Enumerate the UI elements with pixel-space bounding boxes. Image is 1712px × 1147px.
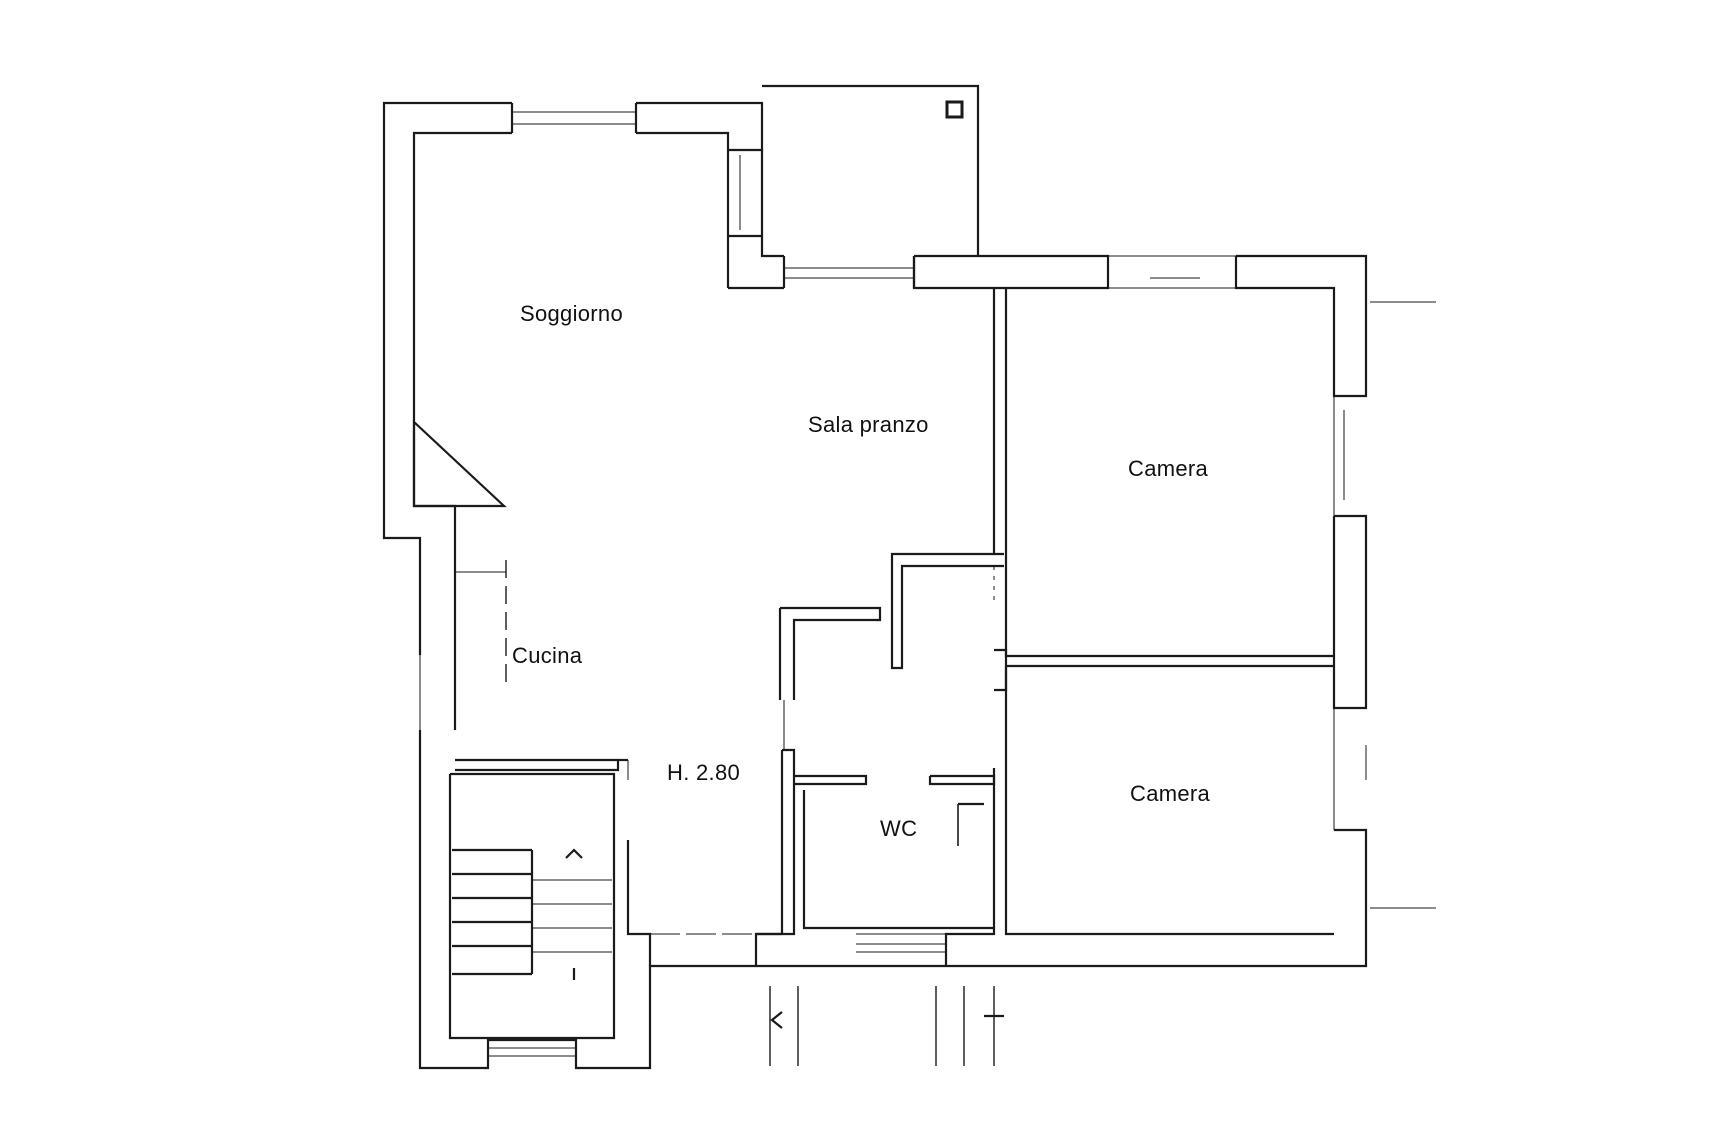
room-label-wc: WC xyxy=(880,816,918,841)
kitchen-walls xyxy=(419,520,629,780)
soggiorno-walls xyxy=(382,101,784,655)
room-label-sala-pranzo: Sala pranzo xyxy=(808,412,929,437)
ceiling-height-label: H. 2.80 xyxy=(667,760,741,785)
room-label-camera-1: Camera xyxy=(1128,456,1209,481)
top-wall xyxy=(782,254,1368,398)
stairwell xyxy=(418,730,756,1070)
wc-walls xyxy=(754,748,996,968)
stair-arrow-icon xyxy=(565,848,583,859)
room-label-soggiorno: Soggiorno xyxy=(520,301,623,326)
wardrobe-shape xyxy=(412,419,507,508)
hallway-walls xyxy=(778,552,1008,750)
bottom-wall xyxy=(650,932,1004,1066)
camera-2-walls xyxy=(944,666,1334,966)
room-label-cucina: Cucina xyxy=(512,643,583,668)
terrace xyxy=(762,84,980,256)
chimney-icon xyxy=(945,100,964,119)
right-wall xyxy=(946,301,1436,968)
room-label-camera-2: Camera xyxy=(1130,781,1211,806)
